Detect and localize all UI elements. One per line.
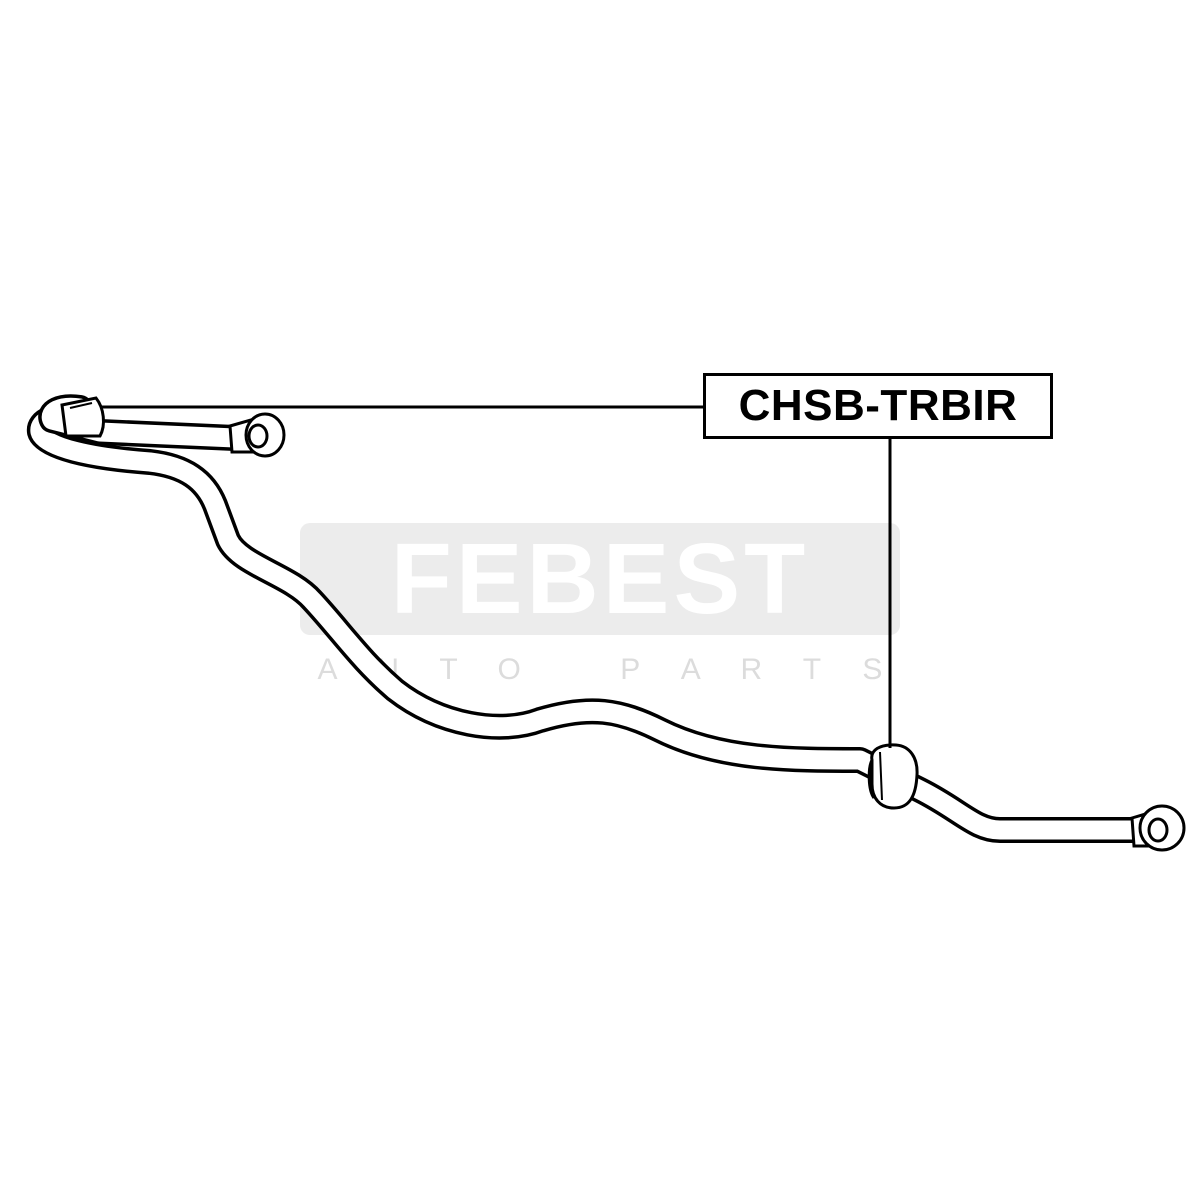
stabilizer-bar: [26, 394, 1153, 843]
watermark-tagline-letter: A: [680, 653, 701, 686]
watermark-tagline-letter: P: [620, 653, 641, 686]
link-end-top: [228, 412, 286, 458]
watermark-tagline-letter: T: [802, 653, 822, 686]
watermark-tagline-letter: A: [317, 653, 338, 686]
watermark-tagline-letter: S: [862, 653, 883, 686]
bushing-left-end: [60, 396, 105, 438]
watermark-tagline-letter: R: [740, 653, 763, 686]
watermark-tagline-letter: T: [439, 653, 458, 686]
link-end-right: [1130, 804, 1186, 852]
part-number-label: CHSB-TRBIR: [703, 373, 1053, 439]
leader-lines: [100, 405, 892, 748]
stabilizer-bushing: [867, 743, 919, 810]
watermark-tagline-letter: O: [497, 653, 521, 686]
watermark-logo: FEBEST: [300, 523, 900, 635]
